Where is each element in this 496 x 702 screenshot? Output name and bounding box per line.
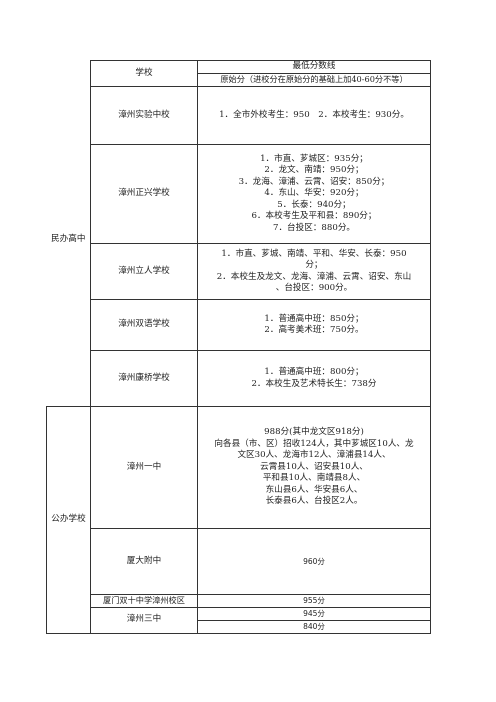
category-public: 公办学校 [46,406,91,634]
school-name: 漳州实验中校 [90,86,198,145]
score-line: 2．本校生及龙文、龙海、漳浦、云霄、诏安、东山 [216,271,412,282]
score-line: 1．市直、芗城区：935分； [260,153,368,164]
score-line: 945分 [303,608,325,618]
score-line: 1．普通高中班：850分； [264,313,364,324]
school-name: 漳州立人学校 [90,243,198,300]
category-cell [47,61,91,74]
admission-score-table: 学校 最低分数线 民办高中 原始分（进校分在原始分的基础上加40-60分不等） … [46,60,431,634]
score-cell: 1．市直、芗城、南靖、平和、华安、长泰：950 分； 2．本校生及龙文、龙海、漳… [197,243,431,300]
score-line: 3．龙海、漳浦、云霄、诏安：850分； [238,176,390,187]
score-line: 988分(其中龙文区918分) [264,427,364,438]
school-name: 漳州一中 [90,406,198,529]
school-name: 漳州康桥学校 [90,350,198,407]
score-header: 最低分数线 [197,60,431,74]
score-line: 955分 [303,596,325,605]
score-line: 向各县（市、区）招收124人，其中芗城区10人、龙 [214,438,414,449]
score-cell: 988分(其中龙文区918分) 向各县（市、区）招收124人，其中芗城区10人、… [197,406,431,529]
score-cell: 945分 [197,606,431,621]
school-header: 学校 [90,60,198,87]
score-line: 6．本校考生及平和县：890分； [251,211,377,222]
score-line: 东山县6人、华安县6人、 [265,484,363,495]
school-name: 漳州正兴学校 [90,144,198,244]
score-cell: 955分 [197,594,431,608]
score-line: 960分 [303,556,325,566]
score-cell: 1．市直、芗城区：935分； 2．龙文、南靖：950分； 3．龙海、漳浦、云霄、… [197,144,431,244]
score-cell: 960分 [197,528,431,595]
score-line: 5．长泰：940分； [277,199,351,210]
score-line: 、台投区：900分。 [275,283,353,293]
score-cell: 1．全市外校考生：950 2．本校考生：930分。 [197,86,431,145]
score-line: 长泰县6人、台投区2人。 [265,496,363,507]
score-line: 2．本校生及艺术特长生：738分 [251,378,377,389]
score-line: 分； [305,260,323,270]
score-line: 7．台投区：880分。 [272,222,356,233]
score-note: 原始分（进校分在原始分的基础上加40-60分不等） [197,73,431,87]
score-line: 4．东山、华安：920分； [264,188,364,199]
score-cell: 840分 [197,619,431,634]
score-line: 1．市直、芗城、南靖、平和、华安、长泰：950 [221,248,407,259]
score-line: 2．高考美术班：750分。 [264,325,364,335]
score-line: 平和县10人、南靖县8人、 [262,473,366,484]
score-line: 文区30人、龙海市12人、漳浦县14人、 [237,450,391,461]
school-name: 漳州双语学校 [90,299,198,351]
school-name: 厦门双十中学漳州校区 [90,594,198,608]
score-cell: 1．普通高中班：800分； 2．本校生及艺术特长生：738分 [197,350,431,407]
score-line: 840分 [303,621,325,631]
category-private: 民办高中 [51,234,86,244]
score-line: 云霄县10人、诏安县10人、 [260,461,368,472]
score-line: 1．全市外校考生：950 2．本校考生：930分。 [219,109,409,120]
score-line: 2．龙文、南靖：950分； [264,165,364,176]
school-name: 厦大附中 [90,528,198,595]
score-cell: 1．普通高中班：850分； 2．高考美术班：750分。 [197,299,431,351]
score-line: 1．普通高中班：800分； [264,367,364,377]
school-name: 漳州三中 [90,606,198,634]
